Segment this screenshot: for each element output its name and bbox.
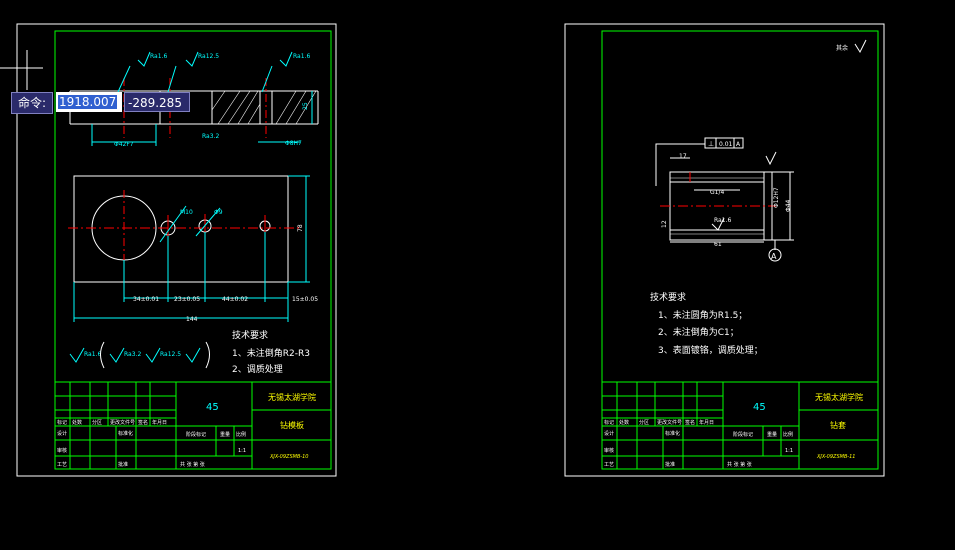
svg-text:重量: 重量 [220, 431, 230, 438]
svg-text:0.01: 0.01 [719, 141, 733, 148]
svg-text:61: 61 [714, 241, 722, 248]
part-name: 钻套 [830, 420, 846, 430]
svg-text:批准: 批准 [118, 461, 128, 468]
bushing-section-view[interactable]: ⊥ 0.01 A 17 G1/4 Φ12H7 Φ44 61 12 Ra1.6 [655, 137, 794, 262]
svg-text:标准化: 标准化 [118, 430, 133, 437]
svg-text:3、表面镀铬，调质处理；: 3、表面镀铬，调质处理； [658, 344, 763, 356]
school-name: 无锡太湖学院 [268, 392, 316, 402]
top-section-view[interactable]: Φ42F7 25 Φ8H7 Ra1.6 Ra12.5 Ra1.6 Ra3.2 [69, 51, 319, 148]
drawing-sheet-2[interactable]: 其余 ⊥ 0.01 A 17 G1/4 Φ12H7 [564, 23, 885, 477]
surface-mark: Ra1.6 [293, 53, 310, 60]
dim-value: 15±0.05 [292, 296, 318, 303]
coordinate-y-input[interactable]: -289.285 [124, 92, 190, 112]
tech-requirements-1: 技术要求 1、未注倒角R2-R3 2、调质处理 [232, 329, 310, 375]
roughness-summary: Ra1.6 Ra3.2 Ra12.5 [69, 341, 210, 369]
svg-text:更改文件号: 更改文件号 [657, 419, 682, 426]
svg-text:技术要求: 技术要求 [650, 291, 686, 303]
tech-item: 1、未注倒角R2-R3 [232, 347, 310, 359]
surface-mark: Ra3.2 [202, 133, 219, 140]
school-name: 无锡太湖学院 [815, 392, 863, 402]
svg-text:⊥: ⊥ [708, 140, 714, 148]
svg-text:1、未注圆角为R1.5；: 1、未注圆角为R1.5； [658, 309, 747, 321]
sheet-frame [16, 23, 337, 477]
svg-text:17: 17 [679, 153, 687, 160]
plan-view[interactable]: M10 Φ9 34±0.01 23±0.05 44±0.02 15±0.05 1… [68, 175, 318, 323]
svg-text:签名: 签名 [685, 419, 695, 426]
drawing-code: XJX-09ZSMB-11 [816, 454, 855, 460]
svg-text:Ra12.5: Ra12.5 [160, 351, 181, 358]
svg-text:阶段标记: 阶段标记 [733, 431, 753, 438]
material-label: 45 [753, 402, 766, 413]
svg-text:比例: 比例 [783, 431, 793, 438]
svg-text:2、未注倒角为C1；: 2、未注倒角为C1； [658, 326, 739, 338]
dim-thickness: 25 [302, 102, 309, 110]
svg-text:年月日: 年月日 [152, 419, 167, 426]
svg-text:工艺: 工艺 [57, 462, 67, 468]
svg-text:重量: 重量 [767, 431, 777, 438]
svg-text:审核: 审核 [57, 447, 67, 454]
svg-text:处数: 处数 [619, 419, 629, 426]
svg-text:共 张 第 张: 共 张 第 张 [180, 461, 205, 468]
svg-text:阶段标记: 阶段标记 [186, 431, 206, 438]
svg-text:分区: 分区 [92, 419, 102, 426]
svg-text:Ra1.6: Ra1.6 [84, 351, 101, 358]
svg-text:A: A [736, 141, 741, 148]
tech-item: 2、调质处理 [232, 363, 283, 375]
sheet-frame [564, 23, 885, 477]
svg-text:比例: 比例 [236, 431, 246, 438]
dim-width: 78 [297, 224, 304, 232]
drawing-code: XJX-09ZSMB-10 [269, 454, 308, 460]
svg-text:标准化: 标准化 [665, 430, 680, 437]
svg-text:Ra3.2: Ra3.2 [124, 351, 141, 358]
tech-requirements-2: 技术要求 1、未注圆角为R1.5； 2、未注倒角为C1； 3、表面镀铬，调质处理… [650, 291, 763, 356]
dim-bore: Φ42F7 [114, 141, 134, 148]
svg-text:标记: 标记 [604, 419, 614, 426]
svg-text:1:1: 1:1 [785, 448, 793, 454]
svg-text:1:1: 1:1 [238, 448, 246, 454]
surface-mark: Ra12.5 [198, 53, 219, 60]
svg-text:处数: 处数 [72, 419, 82, 426]
hole-label: M10 [180, 209, 193, 216]
tech-title: 技术要求 [232, 329, 268, 341]
dim-value: 23±0.05 [174, 296, 200, 303]
hole-label: Φ9 [214, 209, 223, 216]
sheet-border [601, 30, 879, 470]
coordinate-x-value: 1918.007 [58, 95, 118, 109]
command-prompt-label: 命令: [11, 92, 53, 114]
svg-text:批准: 批准 [665, 461, 675, 468]
svg-text:标记: 标记 [57, 419, 67, 426]
svg-text:共 张 第 张: 共 张 第 张 [727, 461, 752, 468]
material-label: 45 [206, 402, 219, 413]
svg-text:设计: 设计 [604, 430, 614, 437]
dim-overall-length: 144 [186, 316, 198, 323]
drawing-sheet-1[interactable]: Φ42F7 25 Φ8H7 Ra1.6 Ra12.5 Ra1.6 Ra3.2 [16, 23, 337, 477]
svg-text:分区: 分区 [639, 419, 649, 426]
coordinate-x-input[interactable]: 1918.007 [56, 92, 122, 112]
svg-text:签名: 签名 [138, 419, 148, 426]
datum-label: A [771, 252, 777, 261]
svg-text:Φ44: Φ44 [785, 199, 792, 212]
dim-value: 44±0.02 [222, 296, 248, 303]
svg-text:更改文件号: 更改文件号 [110, 419, 135, 426]
part-name: 钻模板 [280, 420, 304, 430]
svg-text:年月日: 年月日 [699, 419, 714, 426]
svg-text:审核: 审核 [604, 447, 614, 454]
dim-value: 34±0.01 [133, 296, 159, 303]
svg-text:设计: 设计 [57, 430, 67, 437]
svg-text:12: 12 [661, 220, 668, 228]
dim-pin-hole: Φ8H7 [285, 140, 302, 147]
surface-mark: Ra1.6 [150, 53, 167, 60]
title-block-2[interactable]: 标记 处数 分区 更改文件号 签名 年月日 设计 标准化 审核 工艺 批准 阶段… [601, 381, 879, 470]
title-block-1[interactable]: 标记 处数 分区 更改文件号 签名 年月日 设计 标准化 审核 工艺 批准 阶段… [54, 381, 332, 470]
svg-text:工艺: 工艺 [604, 462, 614, 468]
svg-text:Φ12H7: Φ12H7 [773, 187, 780, 208]
corner-mark: 其余 [836, 44, 848, 52]
svg-text:G1/4: G1/4 [710, 189, 724, 196]
